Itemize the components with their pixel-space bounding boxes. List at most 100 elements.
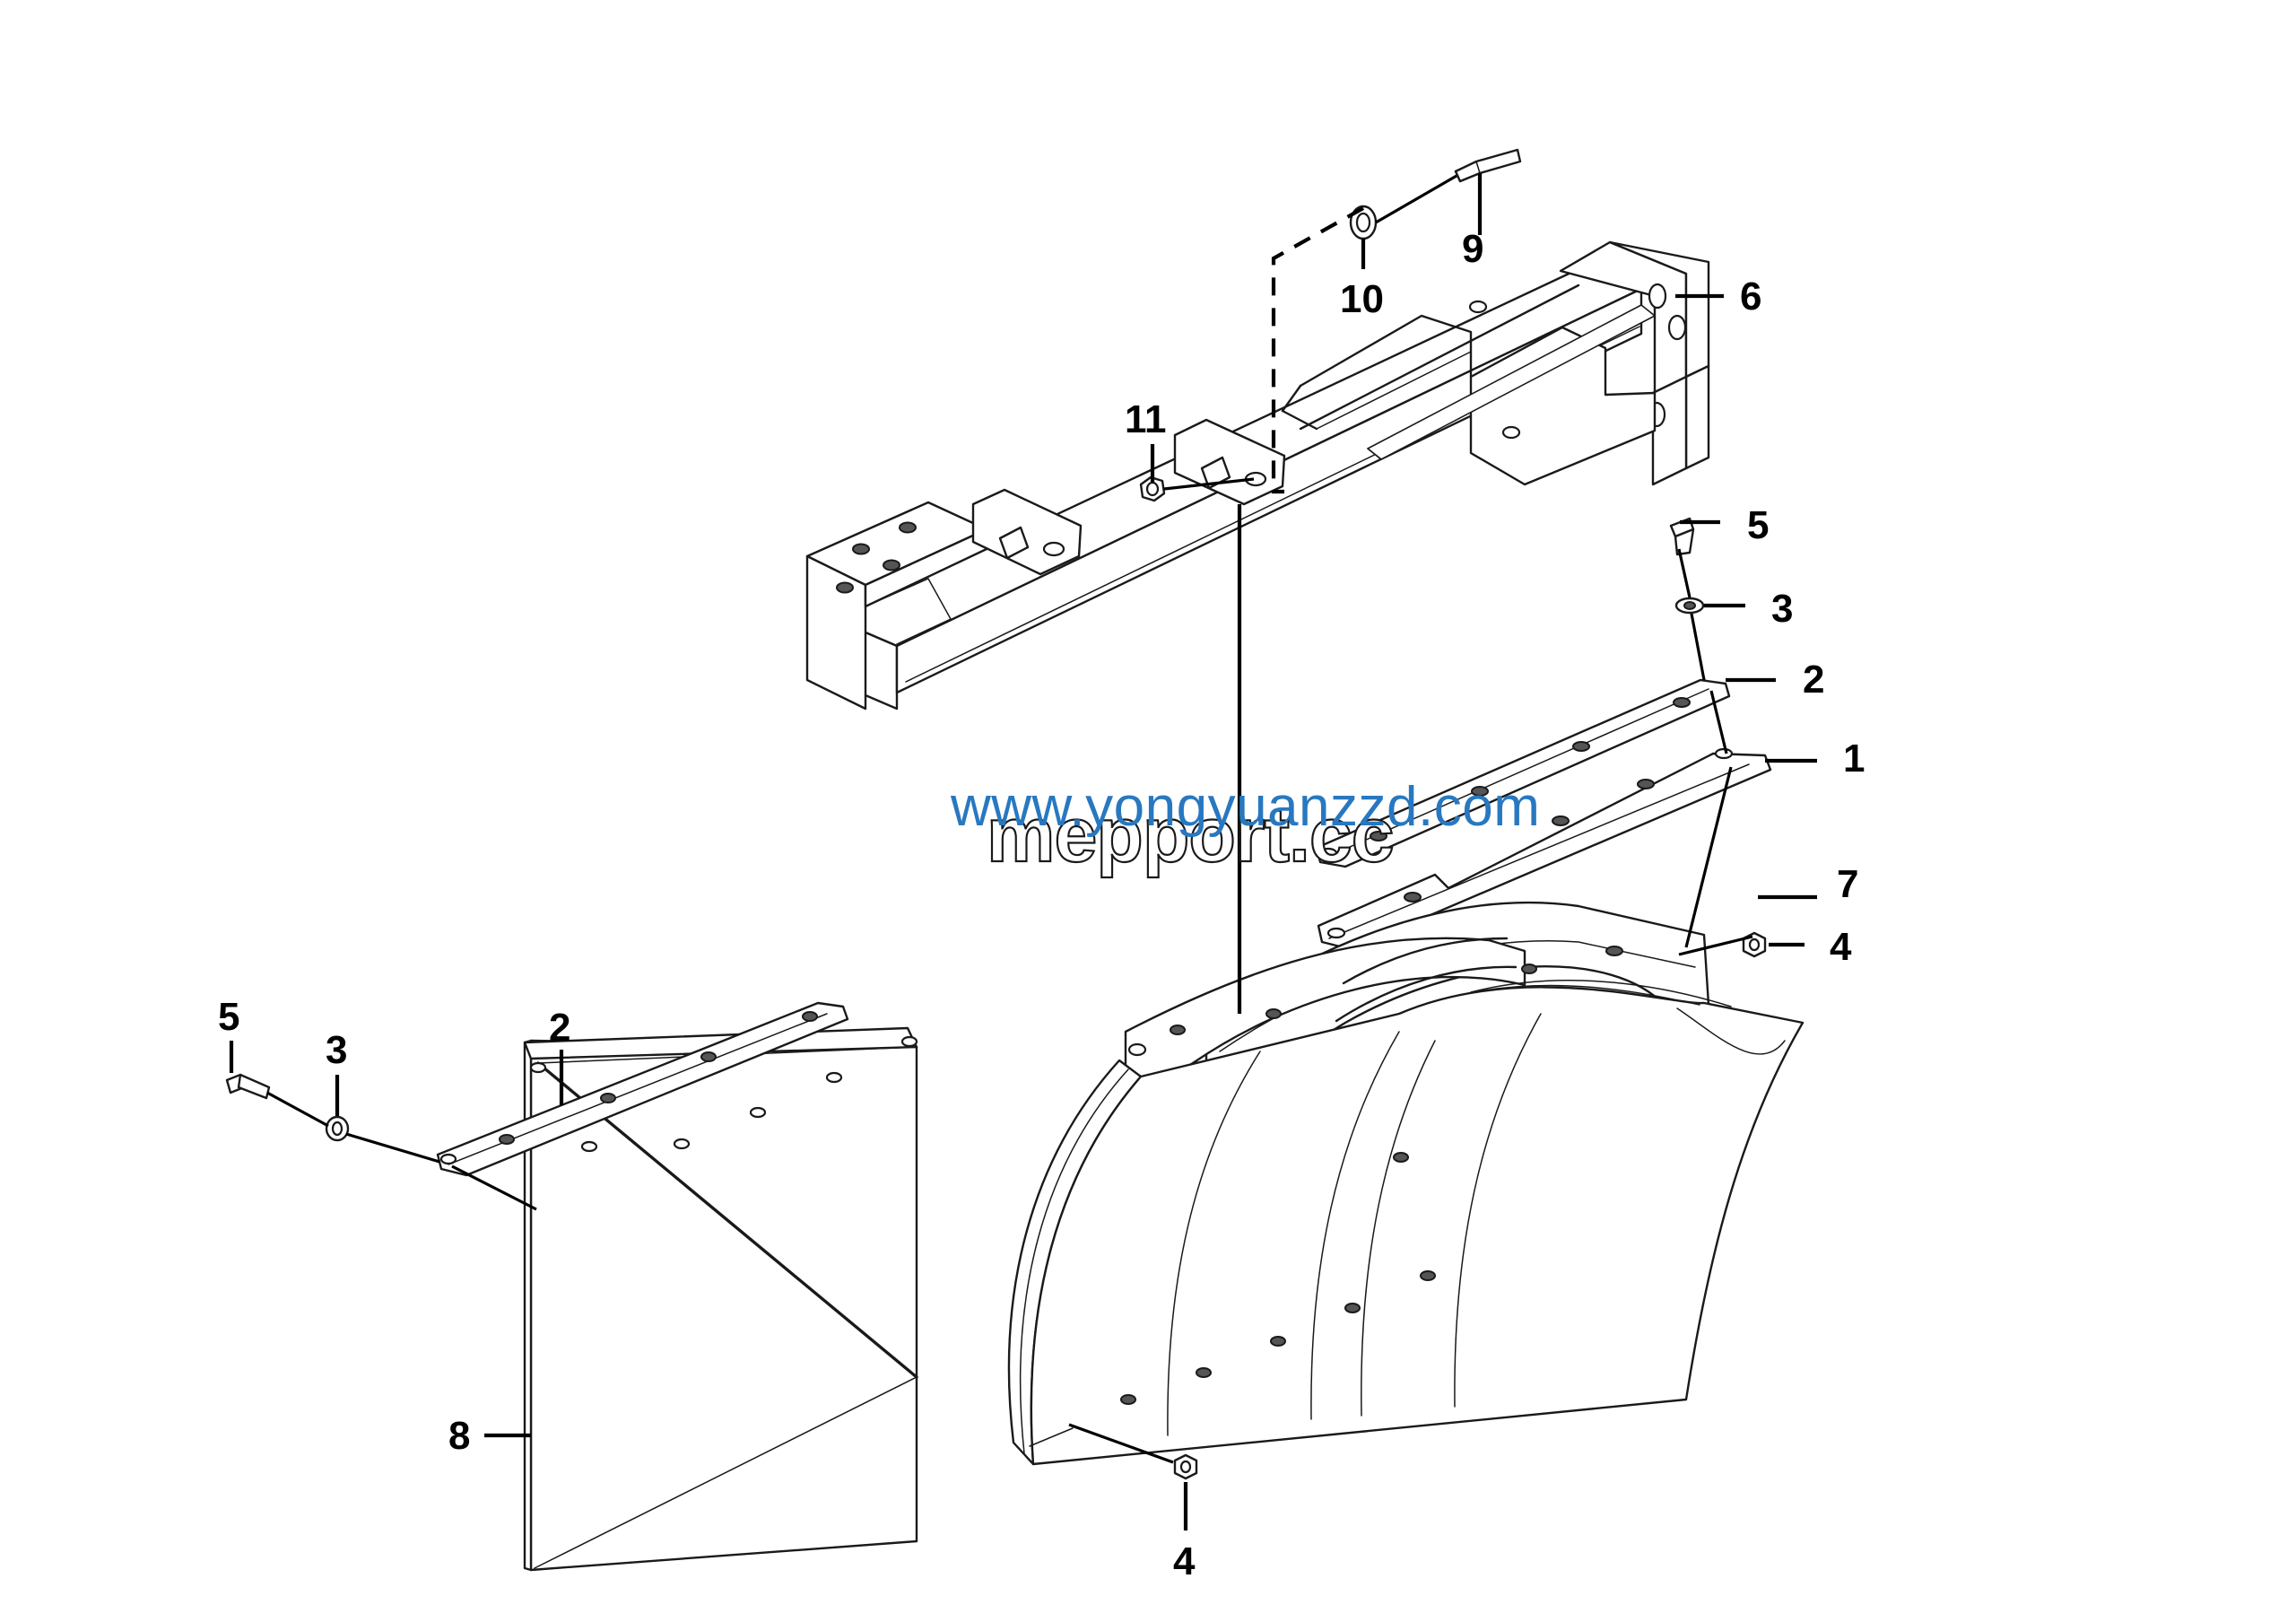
callout-3-right: 3	[1771, 587, 1793, 631]
bolt-right-shank	[1674, 528, 1695, 556]
tie-1-7	[1684, 766, 1733, 948]
strip2-hole-2	[1471, 786, 1489, 797]
fender-hole-6	[1393, 1152, 1409, 1163]
fender-seam-1	[1167, 1051, 1261, 1436]
fender-shell-body	[1030, 986, 1805, 1466]
bracket-shelf-hole	[1501, 425, 1521, 440]
shield-hole-5	[825, 1071, 843, 1084]
brace-inner-end-hole	[1127, 1042, 1147, 1057]
plate-hole-1	[852, 543, 870, 555]
beam-mid-tab-rib	[998, 526, 1030, 560]
strip2-hole-3	[1572, 741, 1590, 752]
fender-seam-3	[1454, 1013, 1542, 1408]
bracket-shelf-crease	[1470, 452, 1526, 485]
support-bracket-weldment-group	[805, 240, 1710, 711]
fender-hole-1	[1120, 1394, 1136, 1405]
tie-5-3-right	[1677, 548, 1692, 598]
fender-bottom-edge	[1032, 1399, 1687, 1465]
watermark-blue-text: www.yongyuanzzd.com	[950, 776, 1540, 838]
plate-hole-3	[836, 581, 854, 594]
strip2-hole-1	[1370, 831, 1387, 842]
flat-washer-left-icon	[325, 1115, 350, 1142]
lock-nut-right-hole	[1748, 937, 1761, 952]
lock-nut-right-icon	[1742, 931, 1767, 958]
beam-mid-tab-base	[1006, 555, 1080, 575]
washer-left-inner	[331, 1121, 344, 1137]
bracket-vertical-plate-lower	[1684, 364, 1710, 470]
callout-3-left: 3	[326, 1028, 347, 1072]
fender-hole-7	[1521, 964, 1537, 974]
bracket-hole-2	[1667, 314, 1687, 341]
tie-2-8-left	[451, 1164, 537, 1211]
mounting-strips-right-group	[1315, 678, 1772, 951]
lock-nut-bottom-icon	[1173, 1453, 1198, 1480]
tie-7-4	[1678, 935, 1753, 956]
fender-crown-line-2	[1470, 980, 1732, 1007]
tie-4-fender-bottom	[1068, 1423, 1174, 1464]
strip2l-hole-3	[700, 1051, 717, 1062]
strip1-hole-1	[1404, 892, 1422, 903]
bracket-notch-face	[1651, 375, 1688, 486]
fender-bottom-tick	[1029, 1427, 1074, 1447]
lock-nut-hole	[1145, 481, 1160, 497]
brace-flange-curve-2	[1335, 965, 1518, 1023]
fender-brace-inner	[1124, 937, 1526, 1102]
beam-gusset-lip	[1281, 384, 1302, 413]
beam-upper-tab-rib	[1200, 456, 1231, 490]
fender-hole-5	[1420, 1270, 1436, 1281]
callout-11: 11	[1125, 397, 1167, 441]
carriage-bolt-left-icon	[225, 1073, 271, 1100]
fender-hole-3	[1270, 1336, 1286, 1347]
fender-hole-2	[1196, 1367, 1212, 1378]
watermark-group: mepport.cc www.yongyuanzzd.com	[950, 776, 1540, 879]
fender-seam-4	[1361, 1040, 1436, 1417]
callout-5-left: 5	[218, 995, 239, 1039]
brace-flange-curve	[1342, 937, 1509, 985]
fender-assembly-group	[1007, 901, 1805, 1466]
strip1-hole-3	[1637, 779, 1655, 789]
callout-9: 9	[1462, 227, 1483, 271]
leader-10-tie	[1375, 174, 1457, 224]
beam-gusset-lip2	[1281, 409, 1318, 431]
strip2-end-hole	[1318, 847, 1338, 859]
fender-hole-4	[1344, 1303, 1361, 1313]
brace-inner-hole-2	[1170, 1025, 1186, 1035]
brace-inner-hole-1	[1265, 1008, 1282, 1019]
gusset-hole	[1468, 300, 1488, 314]
strip2-hole-4	[1673, 697, 1691, 708]
beam-mid-tab-hole	[1042, 541, 1065, 557]
leader-lines	[229, 173, 1817, 1530]
strip-2-right-crease	[1326, 688, 1709, 858]
strip2l-hole-4	[802, 1011, 818, 1022]
shield-hole-2	[580, 1140, 598, 1153]
washer-right-inner	[1683, 601, 1696, 610]
strip1-hole-2	[1552, 815, 1570, 826]
beam-upper-tab-base	[1208, 485, 1283, 505]
bracket-hole-1	[1648, 283, 1667, 310]
callout-4-right: 4	[1830, 925, 1852, 969]
callout-1: 1	[1843, 737, 1865, 780]
watermark-outline-text: mepport.cc	[987, 792, 1394, 878]
fender-seam-2	[1310, 1031, 1400, 1420]
bolt-left-shank	[237, 1073, 271, 1100]
plate-hole-4	[883, 559, 900, 571]
callout-2-right: 2	[1803, 658, 1824, 702]
strip2l-hole-1	[499, 1134, 515, 1145]
beam-brace-line	[1299, 283, 1580, 431]
callout-10: 10	[1340, 277, 1384, 321]
lock-nut-bottom-hole	[1179, 1460, 1192, 1474]
brace7-hole-1	[1605, 946, 1623, 956]
fender-crown-line	[1398, 984, 1700, 1015]
beam-gusset-inner	[1316, 351, 1472, 430]
mounting-strip-left-group	[225, 1001, 849, 1177]
strip2l-hole-2	[600, 1093, 616, 1103]
shield-hole-1	[529, 1061, 547, 1074]
callout-4-bottom: 4	[1173, 1539, 1196, 1583]
strip2l-end-hole	[439, 1153, 457, 1165]
callout-2-left: 2	[549, 1006, 570, 1050]
callout-7: 7	[1837, 862, 1858, 906]
washer-inner	[1355, 212, 1371, 233]
leader-11-tie	[1163, 477, 1255, 491]
